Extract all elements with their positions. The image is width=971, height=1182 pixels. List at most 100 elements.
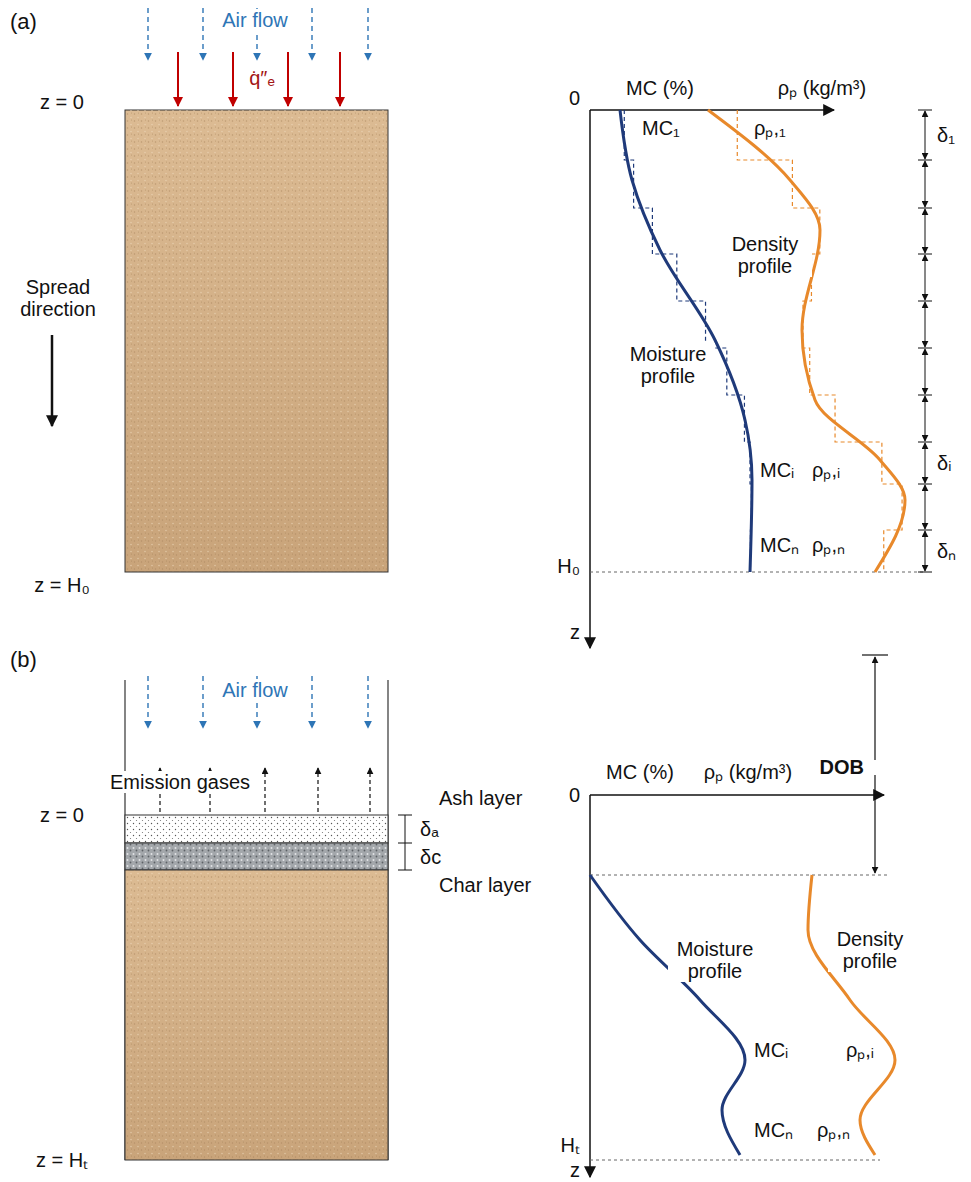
heat-arrow (287, 52, 289, 106)
annotation-label: MCₙ (752, 1119, 795, 1141)
layer-dimension (918, 110, 932, 572)
layer-label: Ash layer (437, 787, 524, 810)
dob-arrow (874, 775, 875, 873)
air-arrow (202, 8, 203, 60)
layer-thickness (925, 209, 926, 253)
dob-tick (862, 654, 888, 655)
layer-band: Ash layer (125, 815, 388, 843)
annotation-label: Air flow (220, 679, 290, 701)
annotation-label: Density profile (718, 233, 812, 277)
layer-thickness (925, 255, 926, 300)
annotation-label: ρₚ,ₙ (815, 1119, 852, 1141)
spread-arrow (51, 335, 54, 426)
gas-arrow (317, 768, 318, 812)
heat-arrow (339, 52, 341, 106)
heat-arrow (177, 52, 179, 106)
annotation-label: ρₚ,ᵢ (844, 1039, 876, 1061)
layer-thickness (925, 485, 926, 529)
air-arrow (311, 676, 312, 728)
layer-band: Char layer (125, 843, 388, 870)
air-flow-arrows (148, 8, 368, 60)
annotation-label: Emission gases (108, 771, 252, 793)
bracket-tick (398, 870, 412, 871)
annotation-label: (a) (8, 10, 39, 34)
layer-tick (918, 254, 932, 255)
fuel-column (125, 870, 388, 1160)
gas-arrow (369, 768, 370, 812)
layer-tick (918, 530, 932, 531)
profile-curve (708, 110, 905, 572)
fuel-column (125, 110, 388, 572)
annotation-label: MCₙ (758, 534, 801, 556)
annotation-label: ρₚ,₁ (752, 117, 788, 139)
heat-arrow (232, 52, 234, 106)
layer-thickness (925, 531, 926, 571)
annotation-label: δ₁ (935, 124, 957, 146)
air-arrow (367, 676, 368, 728)
layer-tick (918, 484, 932, 485)
bracket-tick (398, 843, 412, 844)
bracket-tick (398, 815, 412, 816)
air-arrow (147, 676, 148, 728)
layer-label: Char layer (437, 874, 533, 897)
annotation-label: z = 0 (38, 91, 86, 113)
annotation-label: Air flow (220, 9, 290, 31)
layer-step-profile (737, 110, 902, 572)
layer-thickness (925, 111, 926, 159)
layer-thickness (925, 161, 926, 207)
air-arrow (147, 8, 148, 60)
fuel-texture (125, 110, 388, 572)
annotation-label: δc (418, 846, 443, 868)
annotation-label: MC₁ (640, 117, 682, 139)
annotation-label: z = H₀ (32, 574, 92, 596)
axis-line (589, 795, 591, 1177)
annotation-label: Density profile (828, 928, 912, 972)
dob-arrow (874, 657, 875, 760)
annotation-label: DOB (818, 756, 866, 778)
heat-flux-arrows (178, 52, 340, 106)
char-band (125, 843, 388, 870)
annotation-label: 0 (567, 784, 582, 806)
axis-line (590, 109, 834, 111)
depth-line (590, 1160, 880, 1161)
profile-curve (808, 875, 895, 1155)
annotation-label: z (568, 621, 582, 643)
layer-thickness (925, 443, 926, 483)
annotation-label: q̇″ₑ (247, 67, 277, 89)
ash-band (125, 815, 388, 843)
annotation-label: z = 0 (38, 804, 86, 826)
layer-tick (918, 160, 932, 161)
annotation-label: ρₚ,ₙ (810, 534, 847, 556)
annotation-label: ρₚ,ᵢ (810, 459, 842, 481)
layer-thickness (925, 302, 926, 347)
annotation-label: z (568, 1159, 582, 1181)
annotation-label: ρₚ (kg/m³) (702, 761, 794, 783)
air-flow-arrows (148, 676, 368, 728)
annotation-label: MC (%) (604, 761, 676, 783)
layer-tick (918, 572, 932, 573)
profile-curves (590, 110, 905, 1155)
gas-arrow (264, 768, 265, 812)
fuel-texture (125, 870, 388, 1160)
annotation-label: MCᵢ (752, 1039, 790, 1061)
layer-thickness (925, 396, 926, 441)
annotation-label: MCᵢ (758, 459, 796, 481)
axis-line (590, 794, 884, 796)
annotation-label: Hₜ (559, 1134, 582, 1156)
annotation-label: H₀ (555, 555, 582, 577)
air-arrow (367, 8, 368, 60)
air-arrow (202, 676, 203, 728)
axis-line (589, 110, 591, 648)
annotation-label: Spread direction (6, 276, 110, 320)
layer-tick (918, 442, 932, 443)
layer-tick (918, 110, 932, 111)
layer-thickness (925, 349, 926, 394)
annotation-label: (b) (8, 648, 39, 672)
annotation-label: MC (%) (624, 77, 696, 99)
annotation-label: δₙ (935, 540, 958, 562)
annotation-label: δᵢ (935, 452, 953, 474)
layer-tick (918, 301, 932, 302)
annotation-label: Moisture profile (621, 343, 715, 387)
annotation-label: z = Hₜ (34, 1149, 90, 1171)
